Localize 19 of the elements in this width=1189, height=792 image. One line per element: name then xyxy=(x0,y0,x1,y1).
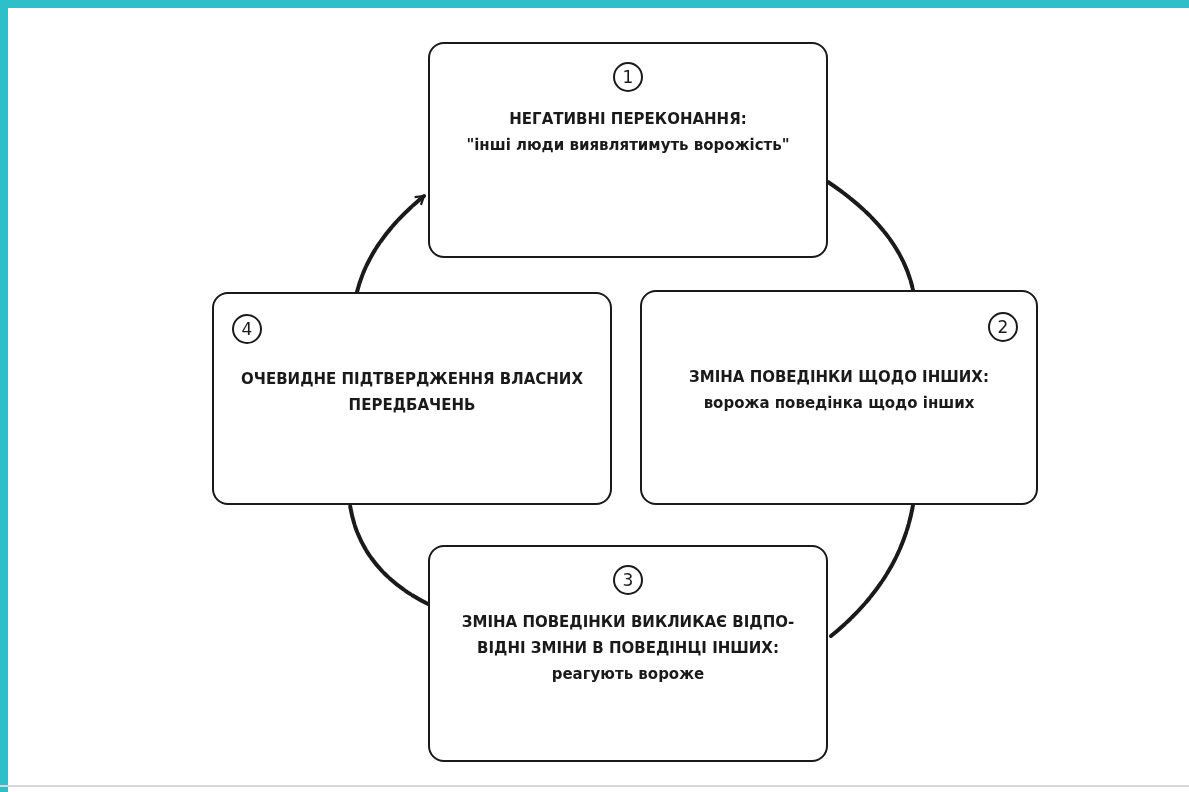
process-box xyxy=(640,290,1038,505)
process-box xyxy=(428,42,828,258)
step-heading: НЕГАТИВНІ ПЕРЕКОНАННЯ: xyxy=(509,109,747,130)
curved-arrow xyxy=(355,194,426,294)
process-box xyxy=(428,545,828,762)
step-number: 3 xyxy=(613,565,643,595)
step-heading: ЗМІНА ПОВЕДІНКИ ВИКЛИКАЄ ВІДПО- ВІДНІ ЗМІНИ В ПОВЕДІНЦІ ІНШИХ: xyxy=(460,612,796,659)
step-text: ОЧЕВИДНЕ ПІДТВЕРДЖЕННЯ ВЛАСНИХ ПЕРЕДБАЧЕНЬ xyxy=(240,369,584,416)
curved-connector xyxy=(826,180,915,292)
step-text: реагують вороже xyxy=(551,664,705,685)
step-heading: ЗМІНА ПОВЕДІНКИ ЩОДО ІНШИХ: xyxy=(689,367,989,388)
step-number: 1 xyxy=(613,62,643,92)
step-number: 4 xyxy=(232,314,262,344)
step-text: ворожа поведінка щодо інших xyxy=(703,393,975,414)
step-text: "інші люди виявлятимуть ворожість" xyxy=(466,135,790,156)
curved-connector xyxy=(829,503,915,638)
process-box xyxy=(212,292,612,505)
step-number: 2 xyxy=(988,312,1018,342)
curved-connector xyxy=(348,503,430,606)
